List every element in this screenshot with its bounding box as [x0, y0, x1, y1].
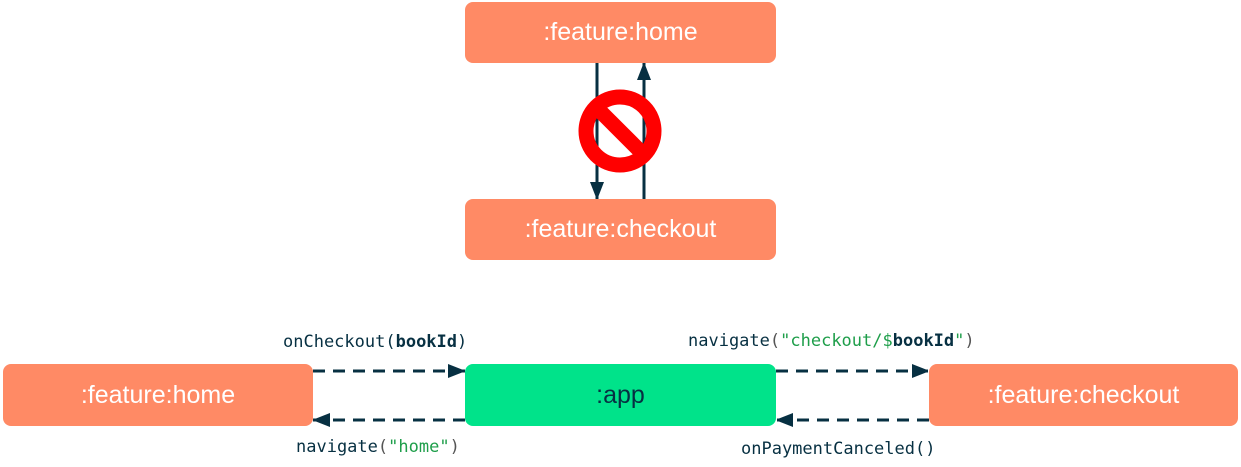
navigate-home-label: navigate("home"): [296, 437, 460, 457]
fn: navigate: [688, 331, 770, 351]
on-payment-canceled-label: onPaymentCanceled(): [741, 439, 936, 459]
paren: (: [377, 437, 389, 457]
paren: ): [457, 332, 468, 352]
arg: bookId: [395, 332, 458, 352]
fn: onCheckout(: [283, 332, 396, 352]
string: ": [954, 331, 965, 351]
bottom-feature-checkout-box: :feature:checkout: [929, 364, 1238, 426]
on-checkout-label: onCheckout(bookId): [283, 332, 467, 352]
paren: (: [769, 331, 781, 351]
string: "checkout/$: [780, 331, 893, 351]
no-entry-icon: [578, 89, 662, 173]
paren: ): [964, 331, 975, 351]
navigate-checkout-label: navigate("checkout/$bookId"): [688, 331, 975, 351]
arg: bookId: [892, 331, 955, 351]
paren: ): [449, 437, 460, 457]
top-feature-home-box: :feature:home: [465, 2, 776, 63]
string: "home": [388, 437, 450, 457]
bottom-feature-home-box: :feature:home: [3, 364, 313, 426]
app-box: :app: [465, 364, 776, 426]
fn: navigate: [296, 437, 378, 457]
top-feature-checkout-box: :feature:checkout: [465, 199, 776, 260]
